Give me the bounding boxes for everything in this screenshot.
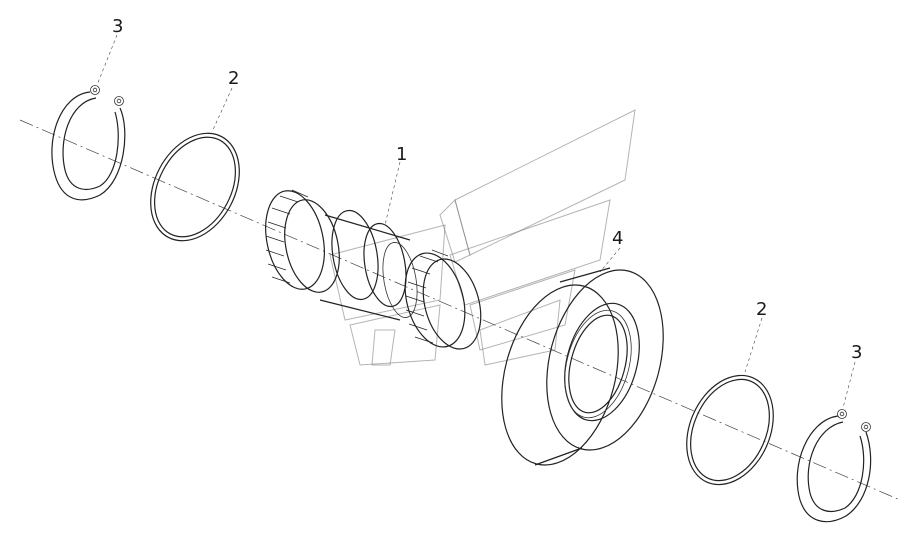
callout-circlip-left: 3	[112, 16, 123, 37]
circlip-right	[796, 409, 872, 523]
leader-circlip-right	[842, 361, 856, 409]
ball-bearing	[501, 267, 664, 466]
circlip-left	[51, 85, 126, 201]
splined-shaft	[265, 189, 482, 350]
center-axis-line	[19, 119, 901, 501]
ring-left	[150, 132, 240, 242]
leader-bearing	[599, 247, 621, 273]
callout-shaft: 1	[396, 144, 407, 165]
leader-shaft	[384, 161, 401, 226]
ring-right	[686, 374, 774, 486]
leader-circlip-left	[96, 34, 118, 86]
callout-ring-left: 2	[228, 68, 239, 89]
callout-circlip-right: 3	[851, 342, 862, 363]
callout-bearing: 4	[612, 228, 623, 249]
leader-ring-left	[211, 87, 233, 133]
leader-ring-right	[744, 317, 763, 373]
left-gear-teeth	[265, 189, 309, 284]
right-gear-teeth	[405, 249, 449, 344]
callout-ring-right: 2	[756, 299, 767, 320]
chevron-logo-watermark	[329, 109, 636, 366]
